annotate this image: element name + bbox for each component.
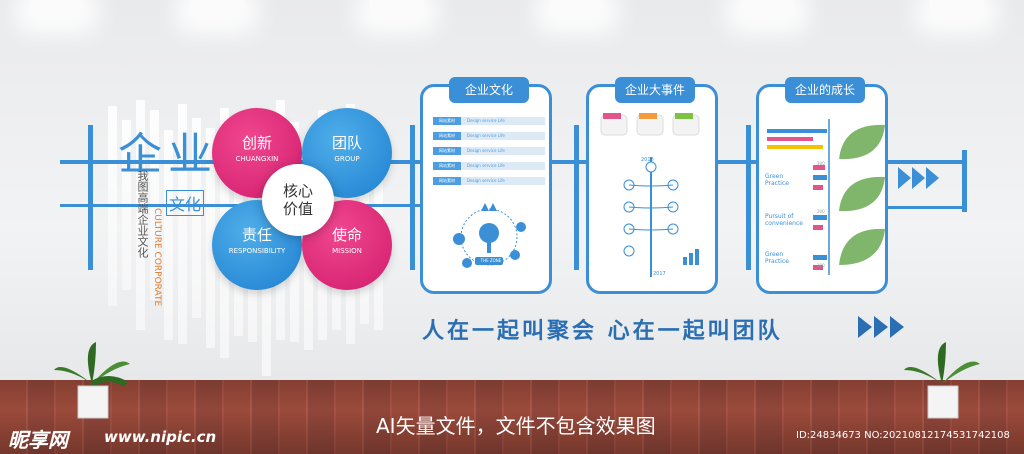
ceiling-light: [370, 0, 424, 16]
year-label: 2017: [653, 271, 666, 277]
connector-line: [552, 160, 590, 164]
value-label: 创新: [241, 134, 272, 152]
connector-post: [746, 125, 751, 270]
ceiling-light: [930, 0, 984, 16]
watermark-logo: 昵享网: [8, 428, 68, 452]
tree-diagram: [453, 203, 526, 268]
growth-tick: 100: [817, 263, 825, 268]
value-label-en: RESPONSIBILITY: [228, 247, 286, 255]
row-text: Design service Life: [467, 133, 505, 138]
row-label: 网站素材: [433, 147, 461, 155]
row-label: 网站素材: [433, 132, 461, 140]
timeline-diagram: [600, 113, 700, 277]
culture-row: 网站素材 Design service Life: [433, 147, 545, 155]
vertical-chinese-text: 我图高端企业文化: [136, 170, 149, 258]
value-label: 使命: [331, 226, 362, 244]
growth-bars: [767, 119, 885, 275]
ceiling-light: [740, 0, 794, 16]
row-text: Design service Life: [467, 148, 505, 153]
panel-title: 企业的成长: [785, 77, 865, 103]
year-label: 2018: [641, 157, 654, 163]
slogan-text: 人在一起叫聚会 心在一起叫团队: [422, 319, 783, 344]
ceiling-light: [30, 0, 84, 16]
connector-post: [410, 125, 415, 270]
vertical-english-text: CULTURE CORPORATE: [152, 208, 162, 307]
connector-post: [88, 125, 93, 270]
value-label-en: GROUP: [334, 155, 360, 163]
growth-tick: 300: [817, 161, 825, 166]
title-main: 企业: [118, 129, 218, 180]
connector-post: [962, 150, 967, 212]
row-label: 网站素材: [433, 117, 461, 125]
connector-post: [574, 125, 579, 270]
value-label-en: CHUANGXIN: [235, 155, 279, 163]
culture-row: 网站素材 Design service Life: [433, 177, 545, 185]
watermark-id: ID:24834673 NO:20210812174531742108: [796, 430, 1010, 441]
value-circle-group: 团队 GROUP: [302, 108, 392, 198]
connector-line: [886, 206, 966, 209]
culture-row: 网站素材 Design service Life: [433, 117, 545, 125]
culture-row: 网站素材 Design service Life: [433, 162, 545, 170]
ceiling-light: [550, 0, 604, 16]
value-label: 责任: [241, 226, 272, 244]
title-sub: 文化: [166, 190, 205, 216]
value-label: 团队: [331, 134, 362, 152]
tree-center-label: THE ZONE: [480, 258, 502, 263]
row-label: 网站素材: [433, 162, 461, 170]
row-text: Design service Life: [467, 178, 505, 183]
connector-line: [886, 160, 966, 164]
growth-label: Green Practice: [765, 251, 789, 265]
wooden-floor: [0, 380, 1024, 454]
watermark-center-text: AI矢量文件，文件不包含效果图: [376, 414, 656, 438]
connector-line: [718, 160, 758, 164]
growth-label: Pursuit of convenience: [765, 213, 803, 227]
potted-plant-left: [54, 342, 130, 419]
potted-plant-right: [904, 342, 980, 419]
row-text: Design service Life: [467, 118, 505, 123]
watermark-url: www.nipic.cn: [104, 428, 217, 446]
growth-label: Green Practice: [765, 173, 789, 187]
culture-row: 网站素材 Design service Life: [433, 132, 545, 140]
panel-growth: 企业的成长 Green Practice Pursuit of convenie…: [756, 77, 888, 294]
row-label: 网站素材: [433, 177, 461, 185]
row-text: Design service Life: [467, 163, 505, 168]
value-label-en: MISSION: [332, 247, 362, 255]
growth-tick: 200: [817, 209, 825, 214]
ceiling-light: [190, 0, 244, 16]
panel-events: 企业大事件 2018 2017: [586, 77, 718, 294]
panel-title: 企业文化: [449, 77, 529, 103]
panel-title: 企业大事件: [615, 77, 695, 103]
core-value-circle: 核心 价值: [262, 164, 334, 236]
panel-culture: 企业文化 网站素材 Design service Life 网站素材 Design …: [420, 77, 552, 294]
core-line-2: 价值: [282, 200, 313, 218]
core-line-1: 核心: [282, 182, 313, 200]
